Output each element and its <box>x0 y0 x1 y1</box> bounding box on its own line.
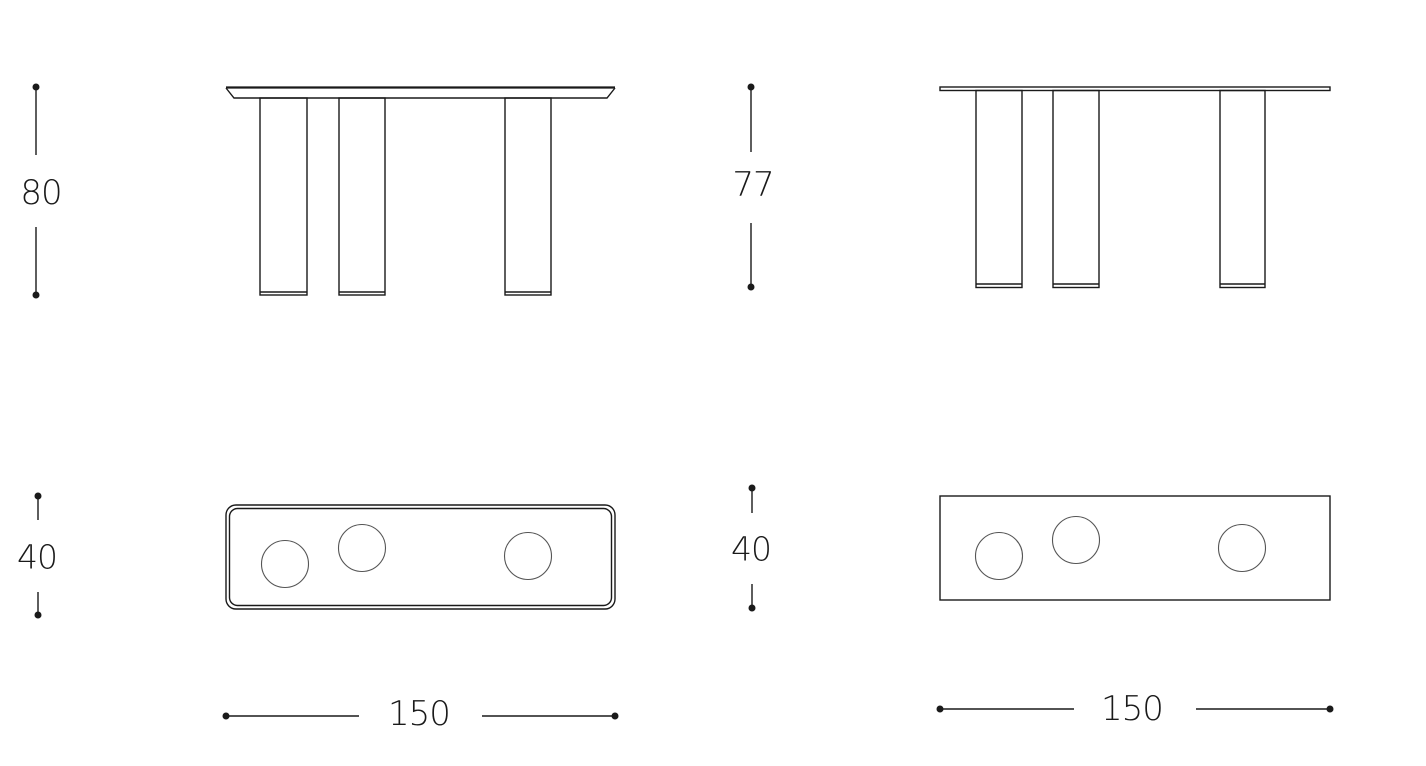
width-label-left: 150 <box>388 694 451 734</box>
table-legs <box>975 89 1266 289</box>
leg <box>504 97 552 296</box>
height-dimension-80 <box>32 83 40 299</box>
dimension-endpoint-dot <box>748 604 756 612</box>
leg-circle <box>1051 515 1101 565</box>
left-plan-view <box>34 492 619 720</box>
right-plan-view <box>748 484 1334 713</box>
table-top-outline-square <box>939 495 1331 601</box>
dimension-endpoint-dot <box>32 291 40 299</box>
leg-positions <box>260 523 553 589</box>
dimension-endpoint-dot <box>611 712 619 720</box>
leg-circle <box>1217 523 1267 573</box>
leg <box>259 97 308 296</box>
depth-dimension-40 <box>748 484 756 612</box>
leg-circle <box>974 531 1024 581</box>
width-dimension-150 <box>936 705 1334 713</box>
leg <box>975 89 1023 289</box>
table-top-beveled <box>225 86 616 99</box>
table-top-flat <box>939 86 1331 92</box>
dimension-endpoint-dot <box>747 283 755 291</box>
leg <box>1052 89 1100 289</box>
depth-dimension-40 <box>34 492 42 619</box>
leg-positions <box>974 515 1267 581</box>
height-label-left: 80 <box>20 173 62 213</box>
height-label-right: 77 <box>732 165 774 205</box>
leg-circle <box>337 523 387 573</box>
leg-circle <box>260 539 310 589</box>
right-elevation-view <box>747 83 1331 291</box>
table-top-outline-rounded <box>225 504 616 610</box>
width-dimension-150 <box>222 712 619 720</box>
leg <box>338 97 386 296</box>
width-label-right: 150 <box>1101 689 1164 729</box>
leg-circle <box>503 531 553 581</box>
table-legs <box>259 97 552 296</box>
dimension-endpoint-dot <box>34 611 42 619</box>
leg <box>1219 89 1266 289</box>
depth-label-right: 40 <box>731 529 772 569</box>
left-elevation-view <box>32 83 616 299</box>
dimension-endpoint-dot <box>1326 705 1334 713</box>
depth-label-left: 40 <box>17 537 58 577</box>
height-dimension-77 <box>747 83 755 291</box>
